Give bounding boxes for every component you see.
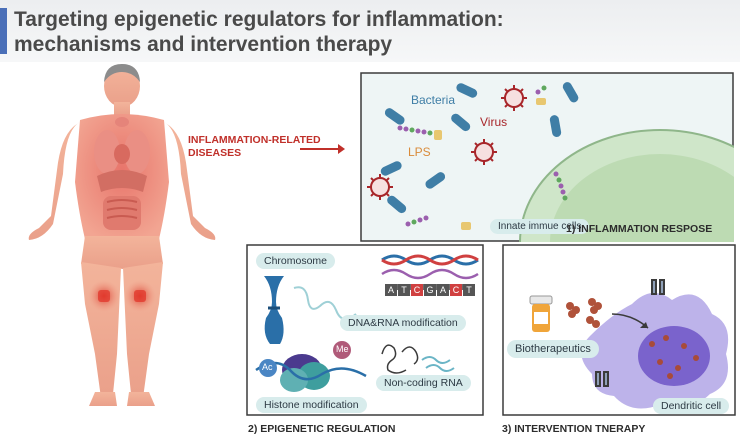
base-6: T: [463, 284, 475, 296]
bacteria-label: Bacteria: [411, 93, 456, 107]
virus-label: Virus: [480, 115, 508, 129]
title-accent-bar: [0, 8, 7, 54]
title-bar: [0, 0, 740, 62]
panel-1-label: 1) INFLAMMATION RESPOSE: [566, 223, 713, 235]
dna-rna-modification-label: DNA&RNA modification: [340, 315, 466, 331]
ac-label: Ac: [262, 362, 273, 372]
dna-bases-strip: A T C G A C T: [385, 284, 475, 296]
biotherapeutics-label: Biotherapeutics: [507, 340, 599, 358]
panel-3-label: 3) INTERVENTION TNERAPY: [502, 423, 646, 435]
base-3: G: [424, 284, 436, 296]
human-body-illustration: [28, 64, 216, 406]
base-0: A: [385, 284, 397, 296]
me-label: Me: [336, 344, 349, 354]
diseases-line-1: INFLAMMATION-RELATED: [188, 134, 321, 146]
title-line-2: mechanisms and intervention therapy: [14, 33, 393, 56]
base-1: T: [398, 284, 410, 296]
base-5: C: [450, 284, 462, 296]
innate-immune-cells-label: Innate immue cells: [490, 219, 590, 234]
non-coding-rna-label: Non-coding RNA: [376, 375, 471, 391]
chromosome-label: Chromosome: [256, 253, 336, 269]
base-4: A: [437, 284, 449, 296]
title-line-1: Targeting epigenetic regulators for infl…: [14, 8, 504, 31]
base-2: C: [411, 284, 423, 296]
inflammation-related-diseases-label: INFLAMMATION-RELATED DISEASES: [188, 134, 321, 160]
histone-modification-label: Histone modification: [256, 397, 367, 413]
diseases-line-2: DISEASES: [188, 147, 242, 159]
lps-label: LPS: [408, 145, 431, 159]
arrow-icon: [300, 144, 345, 154]
panel-2-label: 2) EPIGENETIC REGULATION: [248, 423, 396, 435]
inflammation-response-panel: [360, 72, 734, 242]
intervention-therapy-panel: [502, 244, 736, 416]
page-title: Targeting epigenetic regulators for infl…: [14, 7, 504, 57]
dendritic-cell-label: Dendritic cell: [653, 398, 730, 414]
